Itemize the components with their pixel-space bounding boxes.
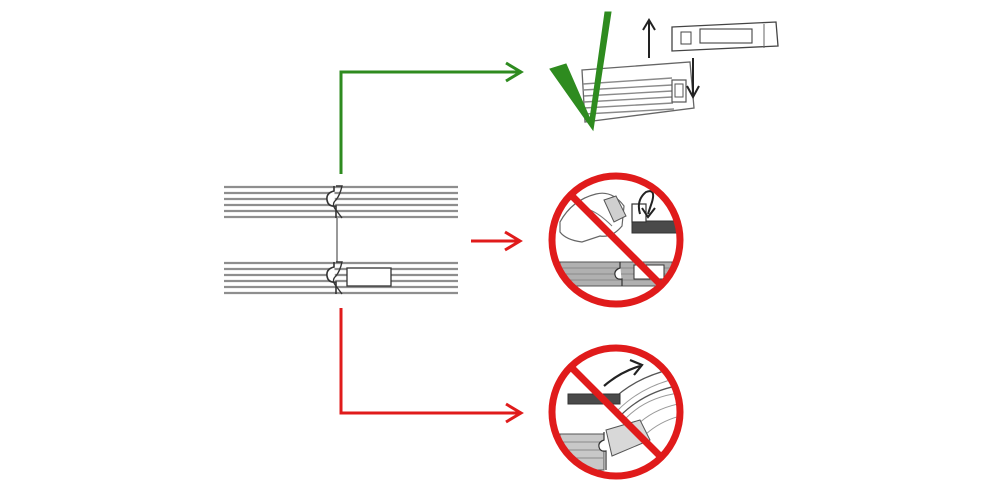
prohibited-icon: [548, 344, 684, 480]
wrong-method-lift-illustration: [548, 172, 684, 308]
clip-piece: [671, 21, 779, 52]
left-plank-assembly: [224, 185, 458, 295]
bend-arrow: [603, 364, 641, 387]
middle-wrong-arrow: [471, 230, 523, 252]
correct-arrow: [339, 61, 524, 174]
bottom-plank: [224, 261, 458, 295]
bottom-plank-joint: [326, 262, 337, 294]
insert-slot: [346, 267, 392, 287]
correct-method-illustration: [549, 11, 779, 132]
lift-up-arrow: [642, 18, 656, 58]
rotate-arrow: [637, 190, 655, 215]
prohibited-icon: [548, 172, 684, 308]
top-plank-joint: [326, 186, 337, 218]
check-mark-icon: [549, 11, 612, 132]
push-down-arrow: [686, 58, 700, 100]
bottom-wrong-arrow: [339, 308, 524, 424]
wrong-method-bend-illustration: [548, 344, 684, 480]
